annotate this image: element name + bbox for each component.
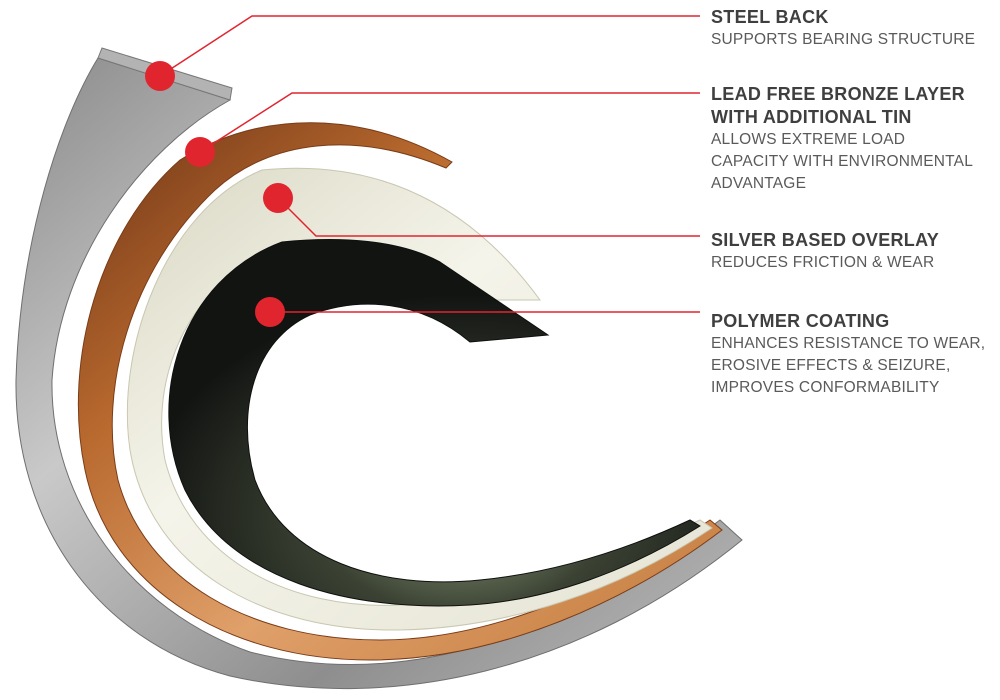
- callout-line-steel: [160, 16, 700, 76]
- steel-back-description: SUPPORTS BEARING STRUCTURE: [711, 29, 975, 51]
- bronze-title-line1: LEAD FREE BRONZE LAYER: [711, 83, 996, 106]
- polymer-coating-layer: [169, 239, 700, 605]
- bronze-description-line3: ADVANTAGE: [711, 173, 996, 195]
- silver-title: SILVER BASED OVERLAY: [711, 229, 939, 252]
- polymer-description-line2: EROSIVE EFFECTS & SEIZURE,: [711, 355, 996, 377]
- callout-dot-steel: [145, 61, 175, 91]
- label-polymer-coating: POLYMER COATING ENHANCES RESISTANCE TO W…: [711, 310, 996, 399]
- label-steel-back: STEEL BACK SUPPORTS BEARING STRUCTURE: [711, 6, 975, 51]
- bronze-description-line2: CAPACITY WITH ENVIRONMENTAL: [711, 151, 996, 173]
- polymer-description-line1: ENHANCES RESISTANCE TO WEAR,: [711, 333, 996, 355]
- callout-dot-bronze: [185, 137, 215, 167]
- bronze-description-line1: ALLOWS EXTREME LOAD: [711, 129, 996, 151]
- polymer-description-line3: IMPROVES CONFORMABILITY: [711, 377, 996, 399]
- label-bronze-layer: LEAD FREE BRONZE LAYER WITH ADDITIONAL T…: [711, 83, 996, 195]
- polymer-title: POLYMER COATING: [711, 310, 996, 333]
- callout-dot-silver: [263, 183, 293, 213]
- callout-dot-polymer: [255, 297, 285, 327]
- bronze-title-line2: WITH ADDITIONAL TIN: [711, 106, 996, 129]
- silver-description: REDUCES FRICTION & WEAR: [711, 252, 939, 274]
- steel-back-title: STEEL BACK: [711, 6, 975, 29]
- label-silver-overlay: SILVER BASED OVERLAY REDUCES FRICTION & …: [711, 229, 939, 274]
